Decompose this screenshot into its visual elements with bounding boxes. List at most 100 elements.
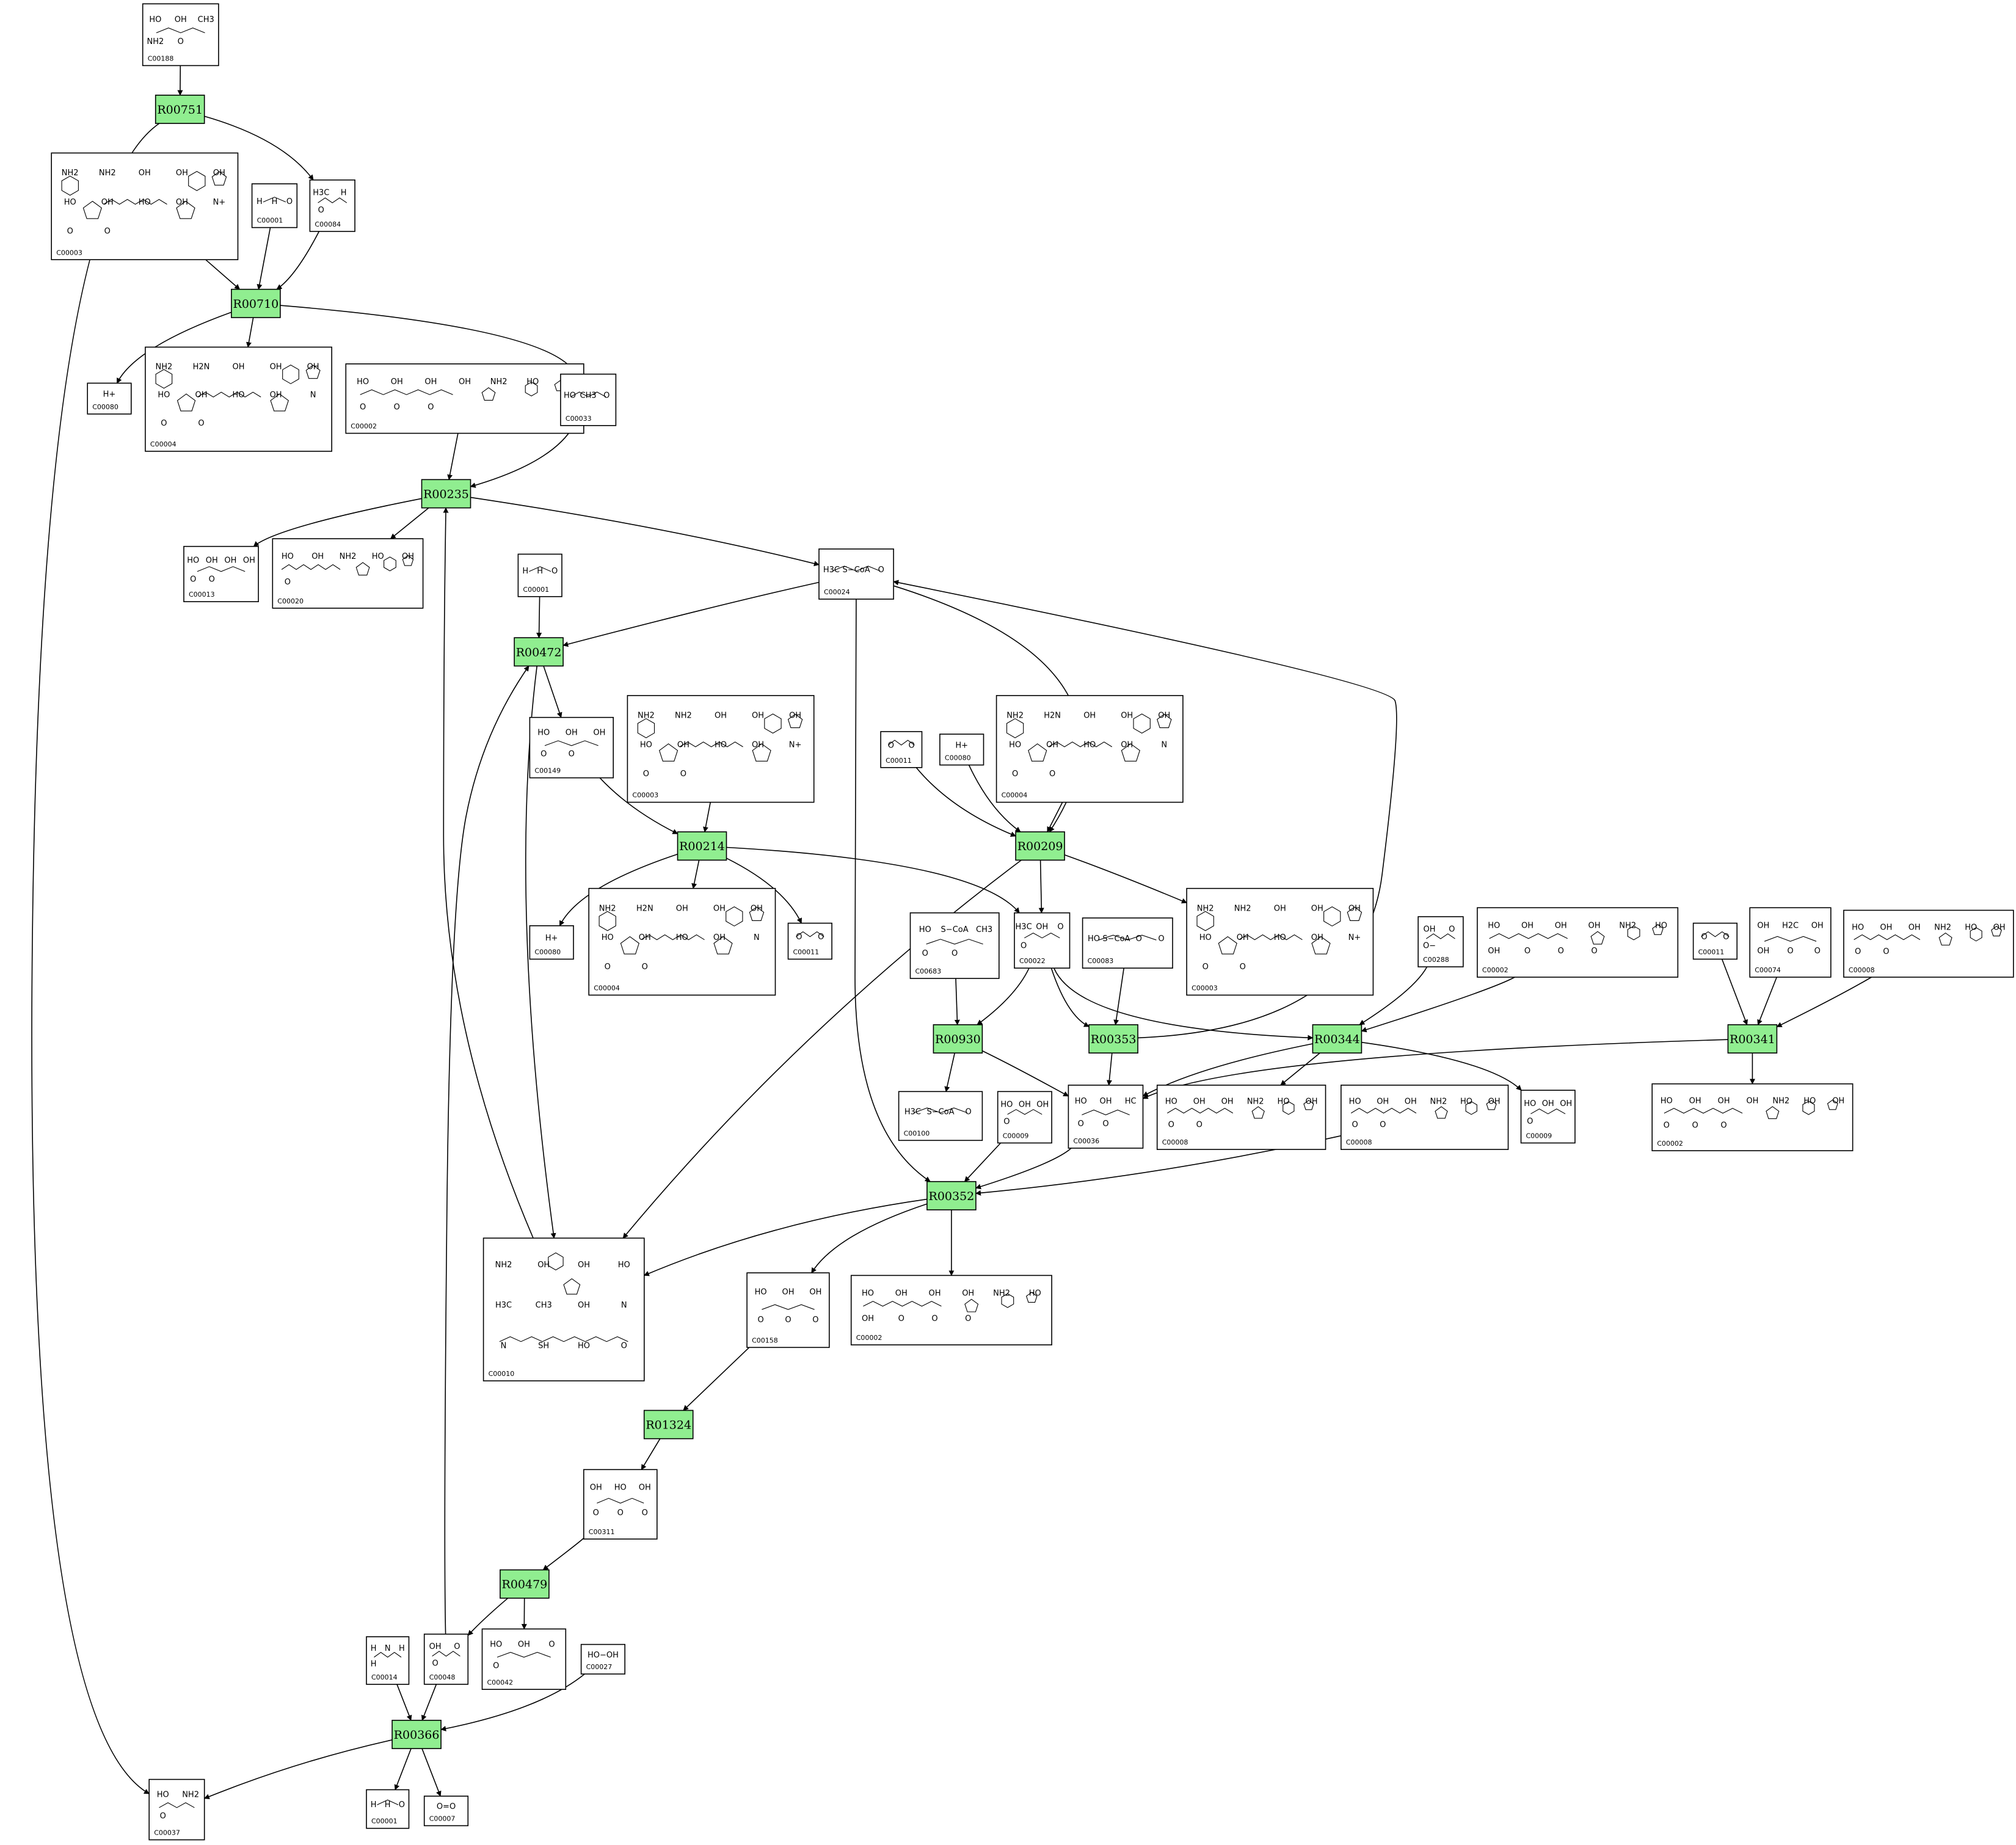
compound-box[interactable]: [880, 731, 923, 768]
compound-box[interactable]: [482, 1237, 645, 1381]
reaction-box[interactable]: [231, 288, 281, 318]
reaction-node[interactable]: R00472: [514, 637, 564, 667]
compound-box[interactable]: [818, 548, 894, 600]
compound-box[interactable]: [529, 716, 614, 779]
reaction-box[interactable]: [514, 637, 564, 667]
reaction-node[interactable]: R00366: [391, 1720, 442, 1749]
reaction-node[interactable]: R00352: [926, 1181, 977, 1210]
compound-box[interactable]: [909, 912, 1000, 979]
reaction-node[interactable]: R00344: [1312, 1024, 1363, 1054]
compound-box[interactable]: [580, 1643, 625, 1675]
compound-box[interactable]: [588, 887, 776, 996]
reaction-node[interactable]: R00209: [1015, 831, 1065, 861]
reaction-node[interactable]: R00479: [500, 1569, 550, 1599]
compound-box[interactable]: [1417, 916, 1464, 967]
compound-box[interactable]: [560, 373, 617, 426]
compound-box[interactable]: [995, 695, 1184, 803]
compound-box[interactable]: [1014, 912, 1071, 969]
reaction-box[interactable]: [421, 479, 471, 509]
compound-box[interactable]: [1692, 922, 1738, 960]
reaction-box[interactable]: [500, 1569, 550, 1599]
compound-box[interactable]: [423, 1796, 469, 1827]
reaction-box[interactable]: [926, 1181, 977, 1210]
compound-box[interactable]: [787, 922, 832, 960]
reaction-node[interactable]: R01324: [643, 1410, 694, 1439]
compound-box[interactable]: [1477, 907, 1679, 978]
compound-box[interactable]: [997, 1091, 1052, 1144]
reaction-node[interactable]: R00930: [933, 1024, 983, 1054]
compound-box[interactable]: [251, 183, 298, 228]
compound-node[interactable]: H+C00080: [87, 382, 132, 415]
compound-box[interactable]: [583, 1469, 658, 1540]
compound-box[interactable]: [1186, 887, 1374, 996]
reaction-node[interactable]: R00710: [231, 288, 281, 318]
reaction-node[interactable]: R00353: [1088, 1024, 1138, 1054]
compound-box[interactable]: [850, 1275, 1052, 1345]
compound-box[interactable]: [51, 152, 239, 260]
compound-box[interactable]: [481, 1628, 567, 1690]
reaction-box[interactable]: [155, 95, 205, 124]
reaction-node[interactable]: R00235: [421, 479, 471, 509]
compound-box[interactable]: [87, 382, 132, 415]
compound-box[interactable]: [142, 3, 219, 67]
compound-box[interactable]: [366, 1636, 410, 1685]
reaction-node[interactable]: R00341: [1727, 1024, 1778, 1054]
compound-box[interactable]: [1156, 1085, 1326, 1150]
reaction-box[interactable]: [677, 831, 727, 861]
compound-box[interactable]: [1749, 907, 1832, 978]
compound-box[interactable]: [627, 695, 815, 803]
reaction-node[interactable]: R00214: [677, 831, 727, 861]
reaction-box[interactable]: [391, 1720, 442, 1749]
compound-box[interactable]: [1843, 909, 2014, 978]
compound-box[interactable]: [145, 346, 332, 452]
compound-box[interactable]: [898, 1091, 983, 1141]
compound-box[interactable]: [1651, 1083, 1854, 1151]
reaction-node[interactable]: R00751: [155, 95, 205, 124]
compound-box[interactable]: [309, 179, 355, 232]
compound-box[interactable]: [148, 1778, 205, 1841]
compound-box[interactable]: [345, 363, 584, 434]
compound-box[interactable]: [272, 538, 424, 609]
compound-box[interactable]: [423, 1633, 469, 1685]
reaction-box[interactable]: [1312, 1024, 1363, 1054]
compound-node[interactable]: H+C00080: [529, 925, 574, 960]
compound-box[interactable]: [183, 545, 259, 603]
compound-box[interactable]: [529, 925, 574, 960]
